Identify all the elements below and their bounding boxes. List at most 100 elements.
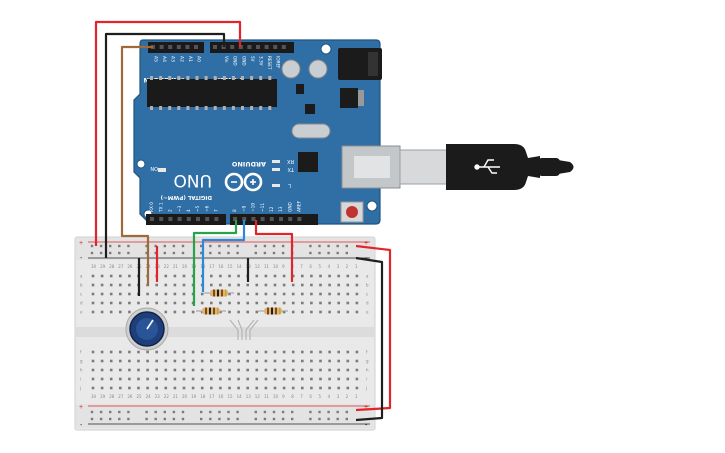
digital-pin[interactable] — [297, 217, 302, 221]
rail-hole[interactable] — [327, 244, 330, 248]
rail-hole[interactable] — [200, 244, 203, 248]
breadboard-hole[interactable] — [246, 283, 249, 287]
breadboard-hole[interactable] — [173, 283, 177, 287]
breadboard-hole[interactable] — [109, 292, 113, 296]
breadboard-hole[interactable] — [119, 301, 122, 305]
breadboard-hole[interactable] — [191, 386, 195, 390]
breadboard-hole[interactable] — [237, 368, 240, 372]
rail-hole[interactable] — [272, 251, 276, 255]
rail-hole[interactable] — [109, 417, 112, 421]
breadboard-hole[interactable] — [200, 359, 204, 363]
breadboard-hole[interactable] — [128, 350, 131, 354]
breadboard-hole[interactable] — [237, 377, 240, 381]
breadboard-hole[interactable] — [164, 274, 168, 278]
reset-button[interactable] — [346, 206, 358, 218]
breadboard-hole[interactable] — [146, 386, 149, 390]
rail-hole[interactable] — [272, 244, 276, 248]
rail-hole[interactable] — [263, 417, 267, 421]
breadboard-hole[interactable] — [246, 310, 249, 314]
breadboard-hole[interactable] — [328, 274, 331, 278]
breadboard-hole[interactable] — [301, 386, 304, 390]
breadboard-hole[interactable] — [200, 377, 204, 381]
breadboard-hole[interactable] — [337, 359, 340, 363]
breadboard-hole[interactable] — [164, 368, 168, 372]
rail-hole[interactable] — [200, 417, 203, 421]
breadboard-hole[interactable] — [164, 301, 168, 305]
rail-hole[interactable] — [99, 244, 103, 248]
breadboard-hole[interactable] — [328, 350, 331, 354]
breadboard-hole[interactable] — [273, 386, 277, 390]
rail-hole[interactable] — [318, 244, 321, 248]
breadboard-hole[interactable] — [337, 310, 340, 314]
breadboard-hole[interactable] — [301, 301, 304, 305]
rail-hole[interactable] — [154, 251, 157, 255]
breadboard-hole[interactable] — [100, 350, 104, 354]
rail-hole[interactable] — [90, 417, 94, 421]
breadboard-hole[interactable] — [264, 359, 268, 363]
breadboard-hole[interactable] — [291, 301, 295, 305]
rail-hole[interactable] — [336, 410, 339, 414]
breadboard-hole[interactable] — [182, 359, 186, 363]
breadboard-hole[interactable] — [301, 283, 304, 287]
digital-pin[interactable] — [177, 217, 182, 221]
breadboard-hole[interactable] — [346, 310, 350, 314]
breadboard-hole[interactable] — [255, 274, 259, 278]
rail-hole[interactable] — [145, 244, 148, 248]
breadboard-hole[interactable] — [155, 377, 158, 381]
breadboard-hole[interactable] — [100, 368, 104, 372]
breadboard-hole[interactable] — [119, 377, 122, 381]
breadboard-hole[interactable] — [146, 301, 149, 305]
breadboard-hole[interactable] — [173, 368, 177, 372]
wire-a0-brown[interactable] — [120, 45, 153, 286]
breadboard-hole[interactable] — [246, 377, 249, 381]
breadboard-hole[interactable] — [182, 292, 186, 296]
breadboard-hole[interactable] — [282, 310, 286, 314]
header-pin[interactable] — [264, 45, 269, 49]
analog-header[interactable] — [148, 42, 204, 53]
breadboard-hole[interactable] — [173, 359, 177, 363]
header-pin[interactable] — [194, 45, 198, 49]
rail-hole[interactable] — [309, 251, 312, 255]
breadboard-hole[interactable] — [328, 283, 331, 287]
breadboard-hole[interactable] — [355, 301, 359, 305]
breadboard-hole[interactable] — [119, 350, 122, 354]
breadboard-hole[interactable] — [328, 301, 331, 305]
rail-hole[interactable] — [345, 244, 348, 248]
breadboard-hole[interactable] — [346, 386, 350, 390]
breadboard-hole[interactable] — [210, 368, 213, 372]
digital-pin[interactable] — [260, 217, 265, 221]
breadboard-hole[interactable] — [282, 368, 286, 372]
breadboard-hole[interactable] — [91, 310, 95, 314]
rail-hole[interactable] — [172, 417, 176, 421]
rail-hole[interactable] — [163, 417, 166, 421]
breadboard-hole[interactable] — [173, 274, 177, 278]
breadboard-hole[interactable] — [155, 359, 158, 363]
breadboard-hole[interactable] — [310, 274, 313, 278]
breadboard-hole[interactable] — [291, 274, 295, 278]
breadboard-hole[interactable] — [91, 301, 95, 305]
breadboard-hole[interactable] — [246, 368, 249, 372]
breadboard-hole[interactable] — [91, 292, 95, 296]
breadboard-hole[interactable] — [128, 377, 131, 381]
breadboard-hole[interactable] — [100, 377, 104, 381]
digital-pin[interactable] — [168, 217, 173, 221]
breadboard-hole[interactable] — [137, 359, 140, 363]
rail-hole[interactable] — [181, 244, 185, 248]
breadboard-hole[interactable] — [100, 274, 104, 278]
breadboard-hole[interactable] — [273, 301, 277, 305]
breadboard-hole[interactable] — [91, 274, 95, 278]
breadboard-hole[interactable] — [273, 274, 277, 278]
rail-hole[interactable] — [236, 244, 239, 248]
breadboard-hole[interactable] — [328, 386, 331, 390]
breadboard-hole[interactable] — [273, 359, 277, 363]
breadboard-hole[interactable] — [282, 274, 286, 278]
rail-hole[interactable] — [309, 410, 312, 414]
rail-hole[interactable] — [99, 251, 103, 255]
rail-bridge-red[interactable] — [355, 244, 392, 412]
breadboard-hole[interactable] — [337, 301, 340, 305]
rail-hole[interactable] — [263, 410, 267, 414]
breadboard-hole[interactable] — [291, 368, 295, 372]
rail-hole[interactable] — [118, 417, 121, 421]
breadboard-hole[interactable] — [291, 359, 295, 363]
breadboard-hole[interactable] — [246, 359, 249, 363]
